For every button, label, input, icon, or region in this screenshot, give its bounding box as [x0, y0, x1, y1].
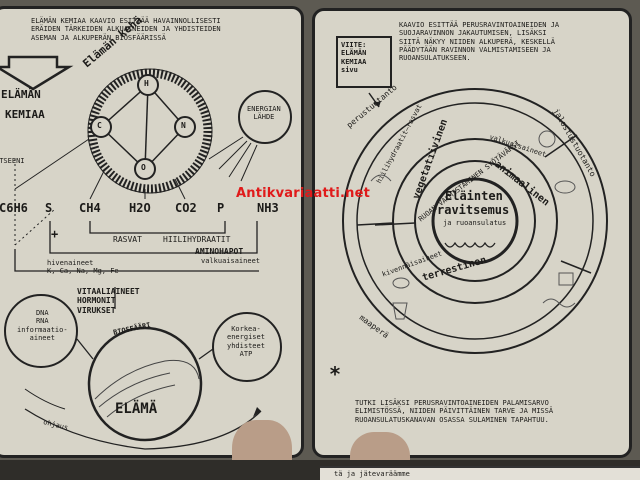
- center-title-line1: Eläinten: [445, 189, 503, 203]
- chem-s: S: [45, 201, 53, 215]
- valkuaisaineet-label: valkuaisaineet: [201, 257, 261, 265]
- right-intro-text: KAAVIO ESITTÄÄ PERUSRAVINTOAINEIDEN JA S…: [399, 21, 560, 62]
- plus-sign: +: [51, 227, 59, 241]
- cut-off-label: NTSEENI: [0, 157, 25, 165]
- atom-h: H: [144, 79, 149, 88]
- energy-source-label: ENERGIAN LÄHDE: [247, 105, 281, 122]
- chem-nh3: NH3: [257, 201, 279, 215]
- atom-n: N: [181, 121, 186, 130]
- left-title-line2: KEMIAA: [5, 108, 45, 121]
- right-panel: KAAVIO ESITTÄÄ PERUSRAVINTOAINEIDEN JA S…: [312, 8, 632, 458]
- left-title-line1: ELÄMÄN: [1, 88, 41, 101]
- chem-co2: CO2: [175, 201, 197, 215]
- hivenaineet-label: hivenaineet K, Ca, Na, Mg, Fe: [47, 259, 119, 276]
- center-title-line2: ravitsemus: [437, 203, 510, 217]
- aminohapot-label: AMINOHAPOT: [195, 247, 244, 256]
- rasvat-label: RASVAT: [113, 235, 142, 244]
- chem-p: P: [217, 201, 225, 215]
- bottom-page-edge: tä ja jätevaräämme: [320, 466, 640, 480]
- chem-ch4: CH4: [79, 201, 101, 215]
- dna-label: DNA RNA informaatio- aineet: [17, 309, 68, 342]
- food-wheel-diagram: [336, 36, 608, 354]
- left-panel: ELÄMÄN KEMIAA KAAVIO ESITTÄÄ HAVAINNOLLI…: [0, 6, 304, 458]
- right-footer-text: TUTKI LISÄKSI PERUSRAVINTOAINEIDEN PALAM…: [355, 399, 554, 424]
- center-title-line3: ja ruoansulatus: [443, 219, 507, 227]
- bottom-page-text: tä ja jätevaräämme: [334, 470, 410, 478]
- chem-c6h6: C6H6: [0, 201, 28, 215]
- watermark-text: Antikvariaatti.net: [236, 186, 370, 201]
- vitaaliaineet-label: VITAALIAINEET HORMONIT VIRUKSET: [77, 287, 140, 315]
- korkea-label: Korkea- energiset yhdisteet ATP: [227, 325, 265, 358]
- left-diagram: [0, 55, 292, 450]
- hiilihydraatit-label: HIILIHYDRAATIT: [163, 235, 231, 244]
- viite-box-text: VIITE: ELÄMÄN KEMIAA sivu: [341, 41, 367, 74]
- atom-c: C: [97, 121, 102, 130]
- left-intro-text: ELÄMÄN KEMIAA KAAVIO ESITTÄÄ HAVAINNOLLI…: [31, 17, 221, 42]
- chem-h2o: H2O: [129, 201, 151, 215]
- atom-o: O: [141, 163, 146, 172]
- asterisk-mark: *: [329, 362, 342, 386]
- elama-label: ELÄMÄ: [115, 401, 158, 417]
